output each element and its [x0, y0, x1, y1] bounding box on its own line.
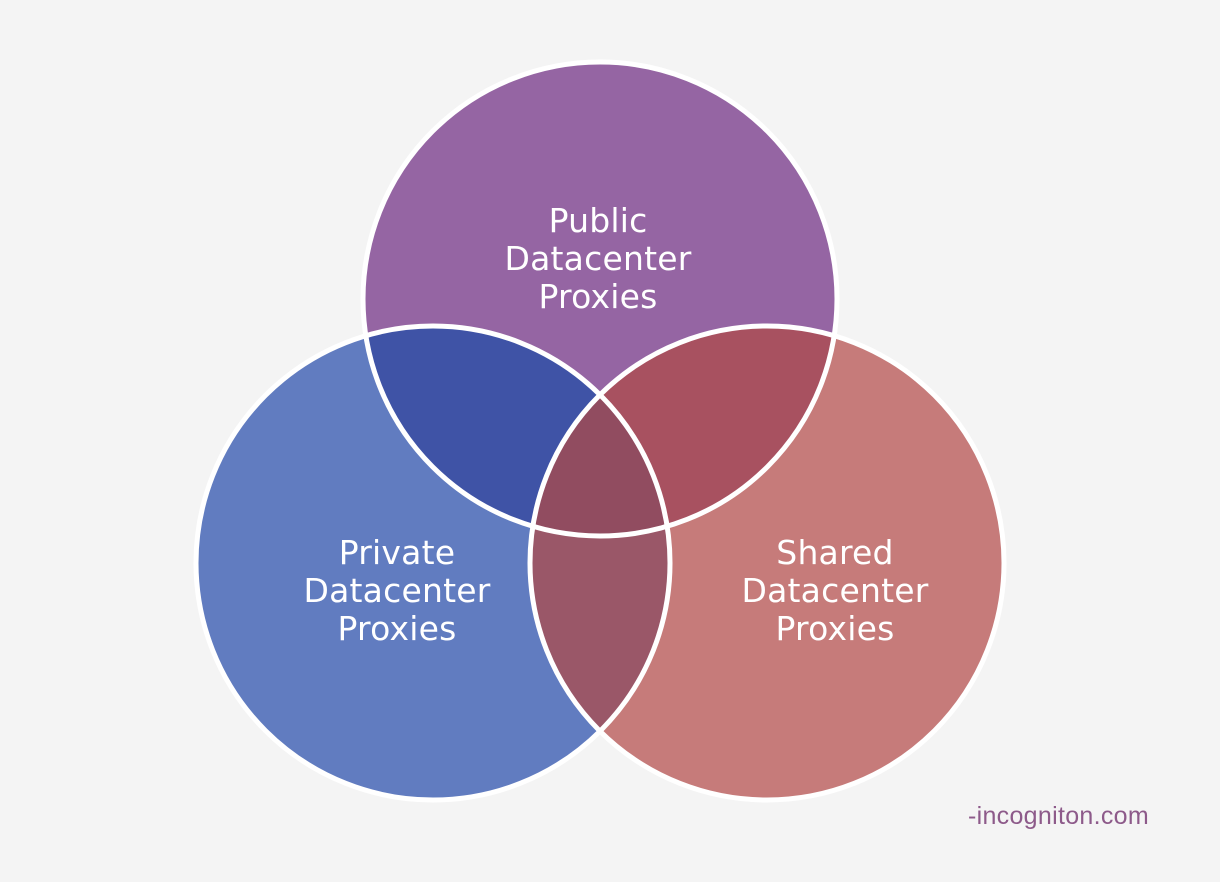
- shared-datacenter-proxies-label: Shared Datacenter Proxies: [705, 534, 965, 648]
- public-datacenter-proxies-label: Public Datacenter Proxies: [468, 202, 728, 316]
- shared-outline: [527, 323, 1007, 803]
- label-line: Datacenter: [741, 571, 929, 610]
- label-line: Proxies: [337, 609, 457, 648]
- private-datacenter-proxies-label: Private Datacenter Proxies: [267, 534, 527, 648]
- label-line: Datacenter: [504, 239, 692, 278]
- label-line: Proxies: [775, 609, 895, 648]
- label-line: Shared: [776, 533, 894, 572]
- label-line: Private: [338, 533, 456, 572]
- public-outline: [360, 59, 840, 539]
- overlap-public-private: [363, 326, 670, 536]
- label-line: Datacenter: [303, 571, 491, 610]
- private-outline: [193, 323, 673, 803]
- label-line: Proxies: [538, 277, 658, 316]
- label-line: Public: [548, 201, 648, 240]
- overlap-public-shared: [530, 326, 837, 536]
- watermark: -incogniton.com: [968, 802, 1149, 830]
